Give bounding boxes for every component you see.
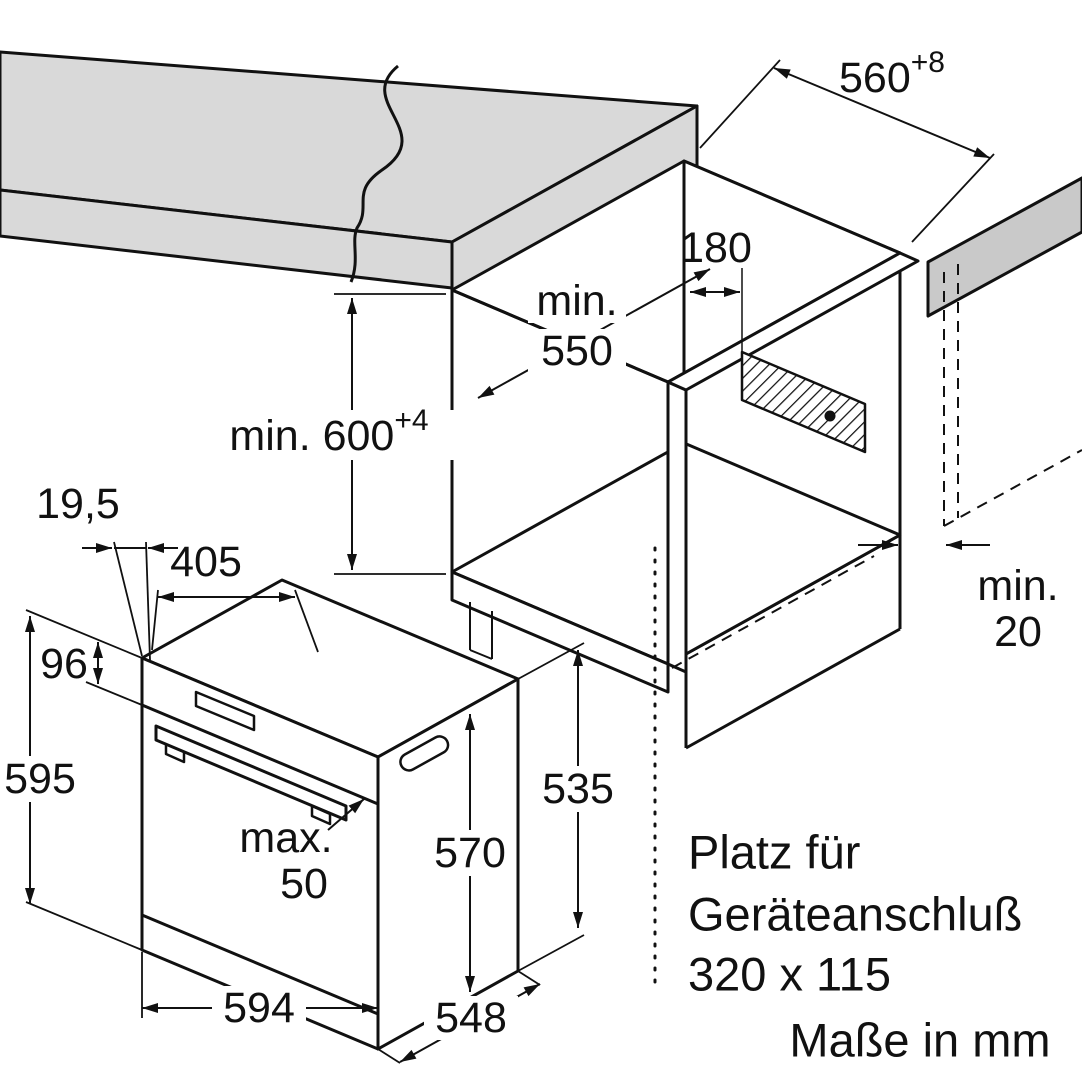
connection-note-line3: 320 x 115 (688, 948, 891, 1001)
units-note: Maße in mm (789, 1014, 1050, 1067)
hidden-floor-edge (671, 555, 875, 669)
extension-line (517, 934, 585, 972)
extension-line (113, 541, 143, 657)
extension-line (145, 541, 151, 661)
dim-oven-width-label: 594 (223, 984, 295, 1032)
label-background (424, 996, 518, 1040)
dim-rear-gap-label-line2: 20 (994, 608, 1042, 656)
rear-wall (926, 176, 1082, 527)
extension-line (517, 642, 585, 680)
dim-front-offset-label: 19,5 (36, 480, 120, 528)
dim-niche-width-label: 560+8 (839, 46, 945, 103)
dim-door-protrusion: max. 50 (239, 798, 365, 908)
dim-niche-depth-label-line1: min. (536, 277, 617, 325)
control-panel-bottom-edge (141, 703, 379, 806)
worktop (0, 50, 699, 292)
rear-wall-hidden-edge (943, 449, 1082, 527)
label-background (200, 410, 458, 460)
connection-note: Platz für Geräteanschluß 320 x 115 (688, 826, 1022, 1001)
dim-door-protrusion-label-line2: 50 (280, 860, 328, 908)
leader-arrow (327, 798, 365, 831)
dim-casing-depth: 548 (377, 970, 541, 1064)
extension-line (25, 901, 143, 951)
dim-casing-depth-label: 548 (435, 994, 507, 1042)
dim-niche-height-label: min. 600+4 (229, 404, 428, 461)
connection-note-line1: Platz für (688, 826, 860, 879)
dim-oven-width: 594 (141, 952, 379, 1049)
dim-niche-height: min. 600+4 (200, 293, 458, 575)
dim-front-height-label: 570 (434, 829, 506, 877)
control-panel-display (194, 690, 256, 732)
dim-control-panel-height-label: 96 (40, 640, 88, 688)
worktop-break-line (349, 64, 404, 283)
extension-line (911, 153, 995, 243)
extension-line (85, 681, 143, 706)
plinth-notch-line (469, 649, 493, 660)
dim-front-height: 570 (424, 714, 516, 992)
dim-oven-total-height: 595 (4, 609, 143, 951)
dim-oven-total-height-label: 595 (4, 755, 76, 803)
dim-connection-offset-label: 180 (680, 224, 752, 272)
dim-front-offset: 19,5 (36, 480, 178, 661)
connection-hatch (740, 350, 867, 454)
dim-casing-height: 535 (517, 642, 624, 972)
dim-connection-offset: 180 (680, 224, 752, 297)
plinth-band (450, 570, 670, 694)
dim-top-vent-width-label: 405 (170, 538, 242, 586)
extension-line (294, 589, 319, 653)
label-background (528, 279, 626, 323)
dim-niche-depth: min. 550 (477, 268, 711, 399)
door-handle-bar (154, 724, 348, 822)
extension-line (377, 1048, 401, 1064)
door-bottom-edge (141, 913, 379, 1016)
label-background (4, 756, 76, 802)
label-background (424, 830, 516, 876)
side-grip-recess (399, 735, 450, 772)
dim-casing-height-label: 535 (542, 765, 614, 813)
partition-front-band (666, 380, 688, 674)
extension-line (25, 609, 143, 659)
dim-control-panel-height: 96 (40, 640, 143, 706)
dim-niche-width: 560+8 (699, 46, 995, 243)
label-background (528, 329, 626, 373)
dim-rear-gap: min. 20 (858, 518, 1059, 656)
connection-point-dot (824, 410, 836, 422)
dim-door-protrusion-label-line1: max. (239, 814, 332, 862)
dim-niche-depth-label-line2: 550 (541, 327, 613, 375)
extension-line (151, 589, 159, 651)
label-background (532, 766, 624, 812)
worktop-front-face (0, 188, 454, 290)
dimension-line (773, 67, 991, 159)
extension-line (699, 59, 781, 149)
extension-line (517, 970, 541, 986)
rear-wall-strip (926, 176, 1082, 318)
label-background (212, 986, 306, 1030)
connection-area (740, 268, 867, 454)
dim-top-vent-width: 405 (151, 538, 319, 653)
cabinet-base-edge (685, 627, 901, 750)
connection-note-line2: Geräteanschluß (688, 888, 1022, 941)
dim-rear-gap-label-line1: min. (977, 562, 1058, 610)
